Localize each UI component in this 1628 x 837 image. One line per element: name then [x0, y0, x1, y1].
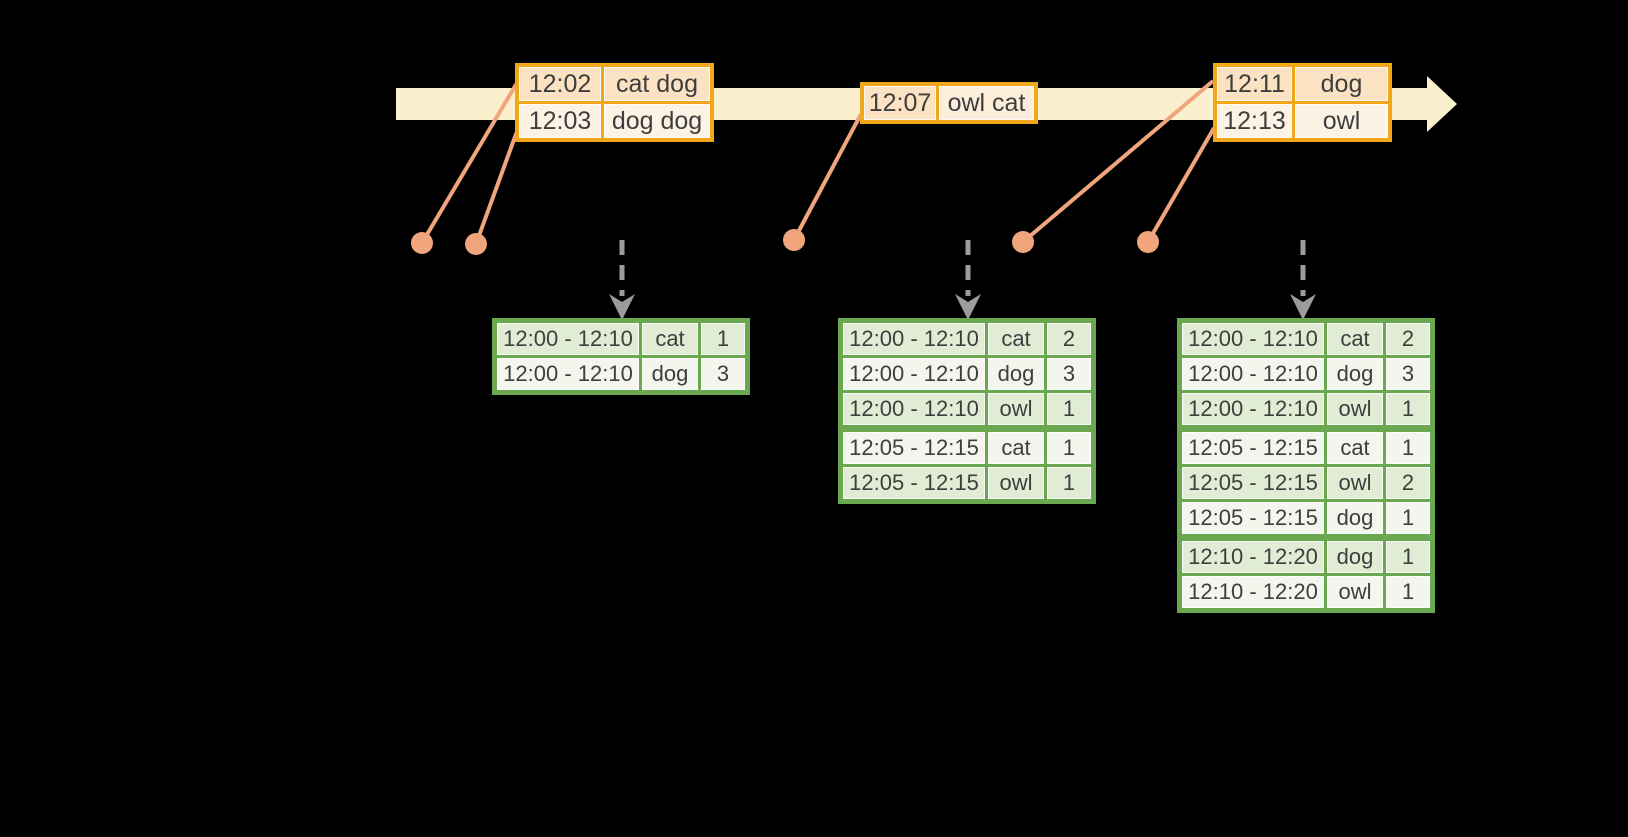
- event-words-cell: owl: [1295, 104, 1388, 138]
- count-cell: 1: [1386, 393, 1430, 425]
- trigger-arrow-icon: [1290, 240, 1316, 320]
- word-cell: dog: [1327, 502, 1383, 534]
- event-marker-dot: [783, 229, 805, 251]
- window-cell: 12:00 - 12:10: [1182, 358, 1324, 390]
- table-row: 12:00 - 12:10 dog 3: [1182, 358, 1430, 390]
- word-cell: dog: [1327, 358, 1383, 390]
- event-marker-dot: [1137, 231, 1159, 253]
- event-time-cell: 12:03: [519, 104, 601, 138]
- table-row: 12:05 - 12:15 owl 2: [1182, 467, 1430, 499]
- event-table: 12:07 owl cat: [860, 82, 1038, 124]
- table-row: 12:05 - 12:15 cat 1: [1182, 432, 1430, 464]
- window-cell: 12:00 - 12:10: [843, 358, 985, 390]
- count-cell: 2: [1047, 323, 1091, 355]
- window-cell: 12:00 - 12:10: [843, 393, 985, 425]
- window-cell: 12:00 - 12:10: [843, 323, 985, 355]
- word-cell: cat: [1327, 323, 1383, 355]
- window-cell: 12:05 - 12:15: [1182, 467, 1324, 499]
- event-table: 12:02 cat dog 12:03 dog dog: [515, 63, 714, 142]
- table-row: 12:00 - 12:10 cat 2: [1182, 323, 1430, 355]
- window-cell: 12:00 - 12:10: [497, 323, 639, 355]
- word-cell: cat: [988, 323, 1044, 355]
- window-cell: 12:00 - 12:10: [497, 358, 639, 390]
- count-cell: 1: [1386, 502, 1430, 534]
- count-cell: 2: [1386, 467, 1430, 499]
- count-cell: 3: [1386, 358, 1430, 390]
- window-cell: 12:05 - 12:15: [843, 432, 985, 464]
- event-words-cell: cat dog: [604, 67, 710, 101]
- result-table: 12:00 - 12:10 cat 1 12:00 - 12:10 dog 3: [492, 318, 750, 395]
- word-cell: dog: [988, 358, 1044, 390]
- event-words-cell: dog dog: [604, 104, 710, 138]
- word-cell: cat: [1327, 432, 1383, 464]
- count-cell: 3: [701, 358, 745, 390]
- event-words-cell: owl cat: [939, 86, 1034, 120]
- table-row: 12:10 - 12:20 owl 1: [1182, 576, 1430, 608]
- event-marker-dot: [465, 233, 487, 255]
- word-cell: owl: [988, 467, 1044, 499]
- window-cell: 12:10 - 12:20: [1182, 541, 1324, 573]
- count-cell: 1: [1386, 541, 1430, 573]
- event-table: 12:11 dog 12:13 owl: [1213, 63, 1392, 142]
- event-connector-line: [792, 113, 863, 241]
- table-row: 12:05 - 12:15 dog 1: [1182, 502, 1430, 534]
- word-cell: cat: [642, 323, 698, 355]
- window-cell: 12:05 - 12:15: [1182, 432, 1324, 464]
- event-connector-line: [1021, 79, 1215, 244]
- result-table: 12:00 - 12:10 cat 2 12:00 - 12:10 dog 3 …: [838, 318, 1096, 504]
- window-cell: 12:00 - 12:10: [1182, 323, 1324, 355]
- window-cell: 12:00 - 12:10: [1182, 393, 1324, 425]
- event-marker-dot: [1012, 231, 1034, 253]
- word-cell: cat: [988, 432, 1044, 464]
- word-cell: dog: [1327, 541, 1383, 573]
- event-time-cell: 12:02: [519, 67, 601, 101]
- event-connector-line: [420, 81, 519, 245]
- window-cell: 12:05 - 12:15: [1182, 502, 1324, 534]
- table-row: 12:00 - 12:10 dog 3: [497, 358, 745, 390]
- count-cell: 1: [1047, 467, 1091, 499]
- event-connector-line: [1146, 126, 1216, 244]
- timeline-arrowhead-icon: [1427, 76, 1457, 132]
- count-cell: 1: [1047, 393, 1091, 425]
- table-row: 12:00 - 12:10 cat 2: [843, 323, 1091, 355]
- event-time-cell: 12:11: [1217, 67, 1292, 101]
- count-cell: 2: [1386, 323, 1430, 355]
- count-cell: 1: [701, 323, 745, 355]
- table-row: 12:00 - 12:10 owl 1: [1182, 393, 1430, 425]
- table-row: 12:05 - 12:15 owl 1: [843, 467, 1091, 499]
- event-words-cell: dog: [1295, 67, 1388, 101]
- window-cell: 12:10 - 12:20: [1182, 576, 1324, 608]
- table-row: 12:10 - 12:20 dog 1: [1182, 541, 1430, 573]
- count-cell: 1: [1047, 432, 1091, 464]
- table-row: 12:00 - 12:10 cat 1: [497, 323, 745, 355]
- result-table: 12:00 - 12:10 cat 2 12:00 - 12:10 dog 3 …: [1177, 318, 1435, 613]
- count-cell: 3: [1047, 358, 1091, 390]
- word-cell: owl: [1327, 576, 1383, 608]
- word-cell: dog: [642, 358, 698, 390]
- table-row: 12:05 - 12:15 cat 1: [843, 432, 1091, 464]
- trigger-arrow-icon: [609, 240, 635, 320]
- table-row: 12:00 - 12:10 dog 3: [843, 358, 1091, 390]
- count-cell: 1: [1386, 432, 1430, 464]
- table-row: 12:00 - 12:10 owl 1: [843, 393, 1091, 425]
- count-cell: 1: [1386, 576, 1430, 608]
- event-marker-dot: [411, 232, 433, 254]
- window-cell: 12:05 - 12:15: [843, 467, 985, 499]
- event-time-cell: 12:07: [864, 86, 936, 120]
- trigger-arrow-icon: [955, 240, 981, 320]
- event-connector-line: [474, 122, 522, 245]
- word-cell: owl: [1327, 393, 1383, 425]
- word-cell: owl: [1327, 467, 1383, 499]
- event-time-cell: 12:13: [1217, 104, 1292, 138]
- word-cell: owl: [988, 393, 1044, 425]
